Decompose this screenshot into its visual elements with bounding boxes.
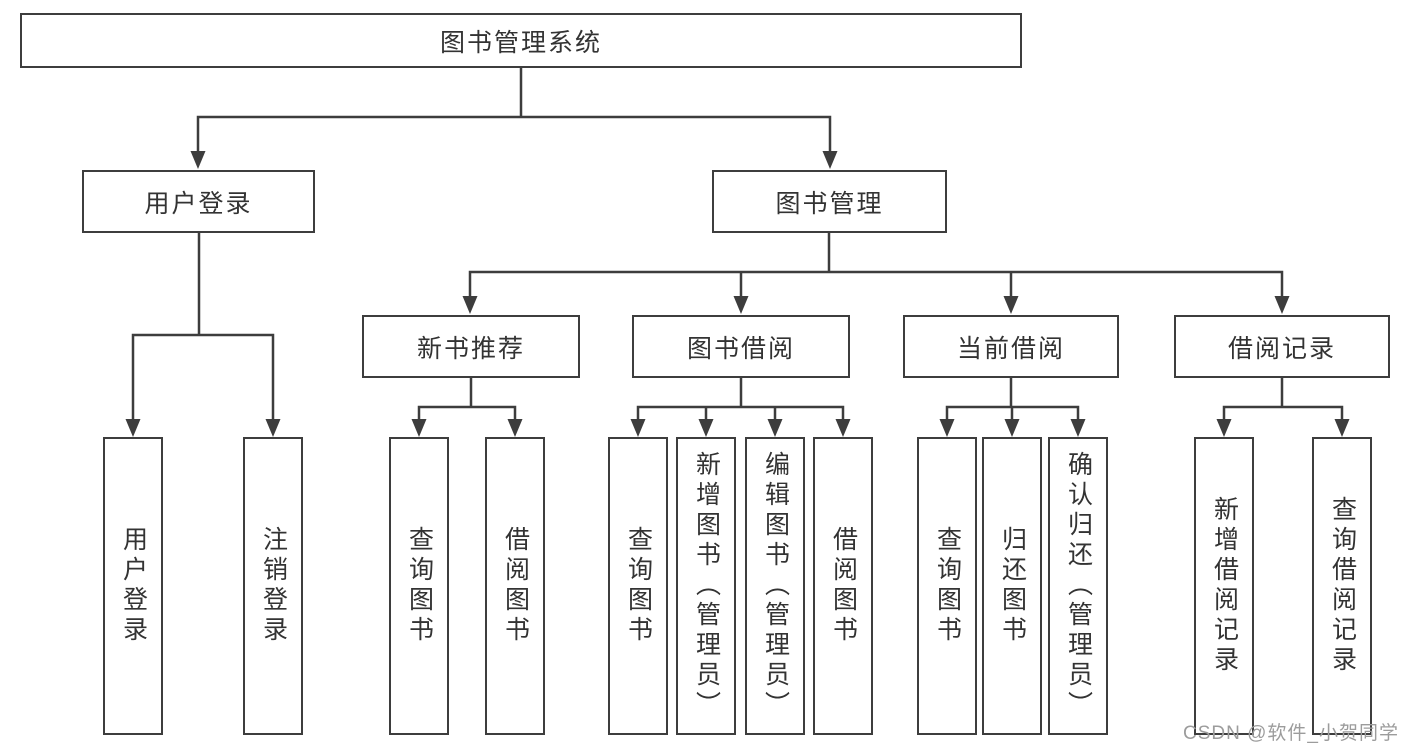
leaf-newbook-query-books: 查询图书 [389, 437, 449, 735]
node-book-borrow: 图书借阅 [632, 315, 850, 378]
leaf-newbook-borrow-books: 借阅图书 [485, 437, 545, 735]
leaf-current-confirm-return-admin: 确认归还（管理员） [1048, 437, 1108, 735]
node-new-book-recommend: 新书推荐 [362, 315, 580, 378]
arrowhead-icon [190, 151, 206, 169]
node-root-label: 图书管理系统 [439, 28, 602, 57]
leaf-records-add-record: 新增借阅记录 [1194, 437, 1254, 735]
leaf-newbook-borrow-books-label: 借阅图书 [501, 526, 530, 646]
node-current-borrow: 当前借阅 [903, 315, 1119, 378]
arrowhead-icon [939, 419, 955, 437]
leaf-borrow-add-books-admin: 新增图书（管理员） [676, 437, 736, 735]
arrowhead-icon [265, 419, 281, 437]
arrowhead-icon [462, 296, 478, 314]
connector [417, 405, 517, 420]
leaf-current-query-books: 查询图书 [917, 437, 977, 735]
leaf-borrow-edit-books-admin-label: 编辑图书（管理员） [761, 451, 790, 721]
node-book-management: 图书管理 [712, 170, 947, 233]
node-borrow-records-label: 借阅记录 [1227, 334, 1336, 363]
node-user-login-label: 用户登录 [144, 189, 253, 218]
leaf-current-query-books-label: 查询图书 [933, 526, 962, 646]
leaf-current-return-books-label: 归还图书 [998, 526, 1027, 646]
leaf-logout-label: 注销登录 [259, 526, 288, 646]
connector [636, 405, 845, 420]
leaf-borrow-borrow-books: 借阅图书 [813, 437, 873, 735]
connector [131, 333, 275, 420]
leaf-records-query-record-label: 查询借阅记录 [1328, 496, 1357, 676]
leaf-user-login-label: 用户登录 [119, 526, 148, 646]
arrowhead-icon [125, 419, 141, 437]
connector [196, 115, 832, 152]
node-current-borrow-label: 当前借阅 [956, 334, 1065, 363]
arrowhead-icon [630, 419, 646, 437]
arrowhead-icon [698, 419, 714, 437]
leaf-borrow-add-books-admin-label: 新增图书（管理员） [692, 451, 721, 721]
node-book-management-label: 图书管理 [775, 189, 884, 218]
csdn-watermark: CSDN @软件_小贺同学 [1183, 723, 1399, 744]
node-book-borrow-label: 图书借阅 [686, 334, 795, 363]
arrowhead-icon [1003, 296, 1019, 314]
leaf-borrow-query-books: 查询图书 [608, 437, 668, 735]
node-user-login: 用户登录 [82, 170, 315, 233]
node-root: 图书管理系统 [20, 13, 1022, 68]
connector [468, 270, 1284, 297]
arrowhead-icon [767, 419, 783, 437]
leaf-newbook-query-books-label: 查询图书 [405, 526, 434, 646]
arrowhead-icon [1004, 419, 1020, 437]
leaf-current-confirm-return-admin-label: 确认归还（管理员） [1064, 451, 1093, 721]
leaf-borrow-query-books-label: 查询图书 [624, 526, 653, 646]
arrowhead-icon [1334, 419, 1350, 437]
arrowhead-icon [1070, 419, 1086, 437]
arrowhead-icon [507, 419, 523, 437]
leaf-user-login: 用户登录 [103, 437, 163, 735]
node-new-book-recommend-label: 新书推荐 [416, 334, 525, 363]
arrowhead-icon [1274, 296, 1290, 314]
node-borrow-records: 借阅记录 [1174, 315, 1390, 378]
leaf-borrow-edit-books-admin: 编辑图书（管理员） [745, 437, 805, 735]
arrowhead-icon [822, 151, 838, 169]
connector [1222, 405, 1344, 420]
leaf-current-return-books: 归还图书 [982, 437, 1042, 735]
arrowhead-icon [835, 419, 851, 437]
arrowhead-icon [1216, 419, 1232, 437]
arrowhead-icon [733, 296, 749, 314]
leaf-records-query-record: 查询借阅记录 [1312, 437, 1372, 735]
arrowhead-icon [411, 419, 427, 437]
leaf-logout: 注销登录 [243, 437, 303, 735]
leaf-records-add-record-label: 新增借阅记录 [1210, 496, 1239, 676]
leaf-borrow-borrow-books-label: 借阅图书 [829, 526, 858, 646]
